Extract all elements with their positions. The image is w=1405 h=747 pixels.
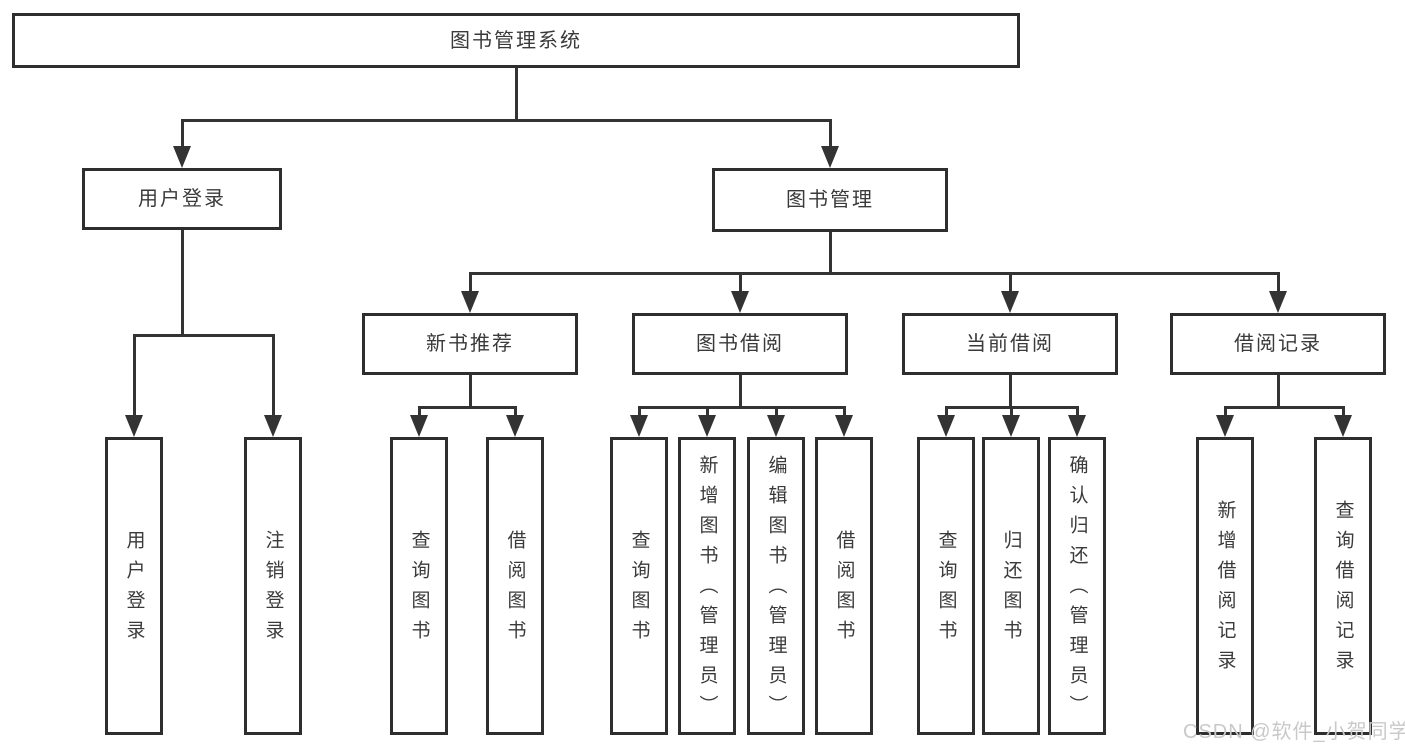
connector-drop xyxy=(1341,407,1345,419)
node-library-management-system: 图书管理系统 xyxy=(12,13,1020,68)
leaf-edit-books-admin: 编辑图书（管理员） xyxy=(747,437,805,735)
connector-drop xyxy=(468,273,472,295)
connector-stem xyxy=(738,375,742,407)
arrowhead-icon xyxy=(937,415,955,437)
arrowhead-icon xyxy=(264,415,282,437)
leaf-add-borrow-record: 新增借阅记录 xyxy=(1196,437,1254,735)
leaf-query-books-borrowing: 查询图书 xyxy=(610,437,668,735)
arrowhead-icon xyxy=(821,146,839,168)
leaf-borrow-books-recommend: 借阅图书 xyxy=(486,437,544,735)
node-new-book-recommend: 新书推荐 xyxy=(362,313,578,375)
connector-drop xyxy=(828,120,832,150)
leaf-confirm-return-admin: 确认归还（管理员） xyxy=(1048,437,1106,735)
connector-drop xyxy=(513,407,517,419)
connector-rail xyxy=(180,118,832,122)
arrowhead-icon xyxy=(1269,291,1287,313)
node-book-borrowing: 图书借阅 xyxy=(632,313,848,375)
arrowhead-icon xyxy=(1216,415,1234,437)
connector-stem xyxy=(1276,375,1280,407)
connector-drop xyxy=(1008,273,1012,295)
leaf-query-books-current: 查询图书 xyxy=(917,437,975,735)
arrowhead-icon xyxy=(1068,415,1086,437)
connector-rail xyxy=(417,405,517,409)
connector-stem xyxy=(1008,375,1012,407)
arrowhead-icon xyxy=(125,415,143,437)
connector-drop xyxy=(1009,407,1013,419)
watermark-text: CSDN @软件_小贺同学 xyxy=(1183,721,1405,743)
leaf-query-books-recommend: 查询图书 xyxy=(390,437,448,735)
connector-drop xyxy=(180,120,184,150)
connector-rail xyxy=(132,333,275,337)
arrowhead-icon xyxy=(506,415,524,437)
connector-rail xyxy=(468,271,1280,275)
connector-stem xyxy=(514,68,518,120)
arrowhead-icon xyxy=(698,415,716,437)
leaf-add-books-admin: 新增图书（管理员） xyxy=(678,437,736,735)
connector-stem xyxy=(180,230,184,335)
node-book-management: 图书管理 xyxy=(712,168,948,232)
arrowhead-icon xyxy=(835,415,853,437)
connector-drop xyxy=(1075,407,1079,419)
connector-drop xyxy=(842,407,846,419)
connector-drop xyxy=(417,407,421,419)
node-borrowing-records: 借阅记录 xyxy=(1170,313,1386,375)
connector-drop xyxy=(705,407,709,419)
arrowhead-icon xyxy=(767,415,785,437)
connector-drop xyxy=(1276,273,1280,295)
arrowhead-icon xyxy=(173,146,191,168)
connector-stem xyxy=(468,375,472,407)
arrowhead-icon xyxy=(461,291,479,313)
connector-drop xyxy=(774,407,778,419)
leaf-user-login: 用户登录 xyxy=(105,437,163,735)
connector-drop xyxy=(738,273,742,295)
arrowhead-icon xyxy=(1001,291,1019,313)
connector-rail xyxy=(1223,405,1345,409)
connector-drop xyxy=(271,335,275,419)
connector-drop xyxy=(637,407,641,419)
node-user-login: 用户登录 xyxy=(82,168,282,230)
leaf-query-borrow-record: 查询借阅记录 xyxy=(1314,437,1372,735)
connector-stem xyxy=(828,232,832,273)
arrowhead-icon xyxy=(731,291,749,313)
connector-drop xyxy=(944,407,948,419)
arrowhead-icon xyxy=(1002,415,1020,437)
leaf-borrow-books: 借阅图书 xyxy=(815,437,873,735)
arrowhead-icon xyxy=(410,415,428,437)
arrowhead-icon xyxy=(1334,415,1352,437)
connector-drop xyxy=(132,335,136,419)
leaf-logout: 注销登录 xyxy=(244,437,302,735)
node-current-borrowing: 当前借阅 xyxy=(902,313,1118,375)
connector-drop xyxy=(1223,407,1227,419)
leaf-return-books: 归还图书 xyxy=(982,437,1040,735)
connector-rail xyxy=(637,405,846,409)
arrowhead-icon xyxy=(630,415,648,437)
